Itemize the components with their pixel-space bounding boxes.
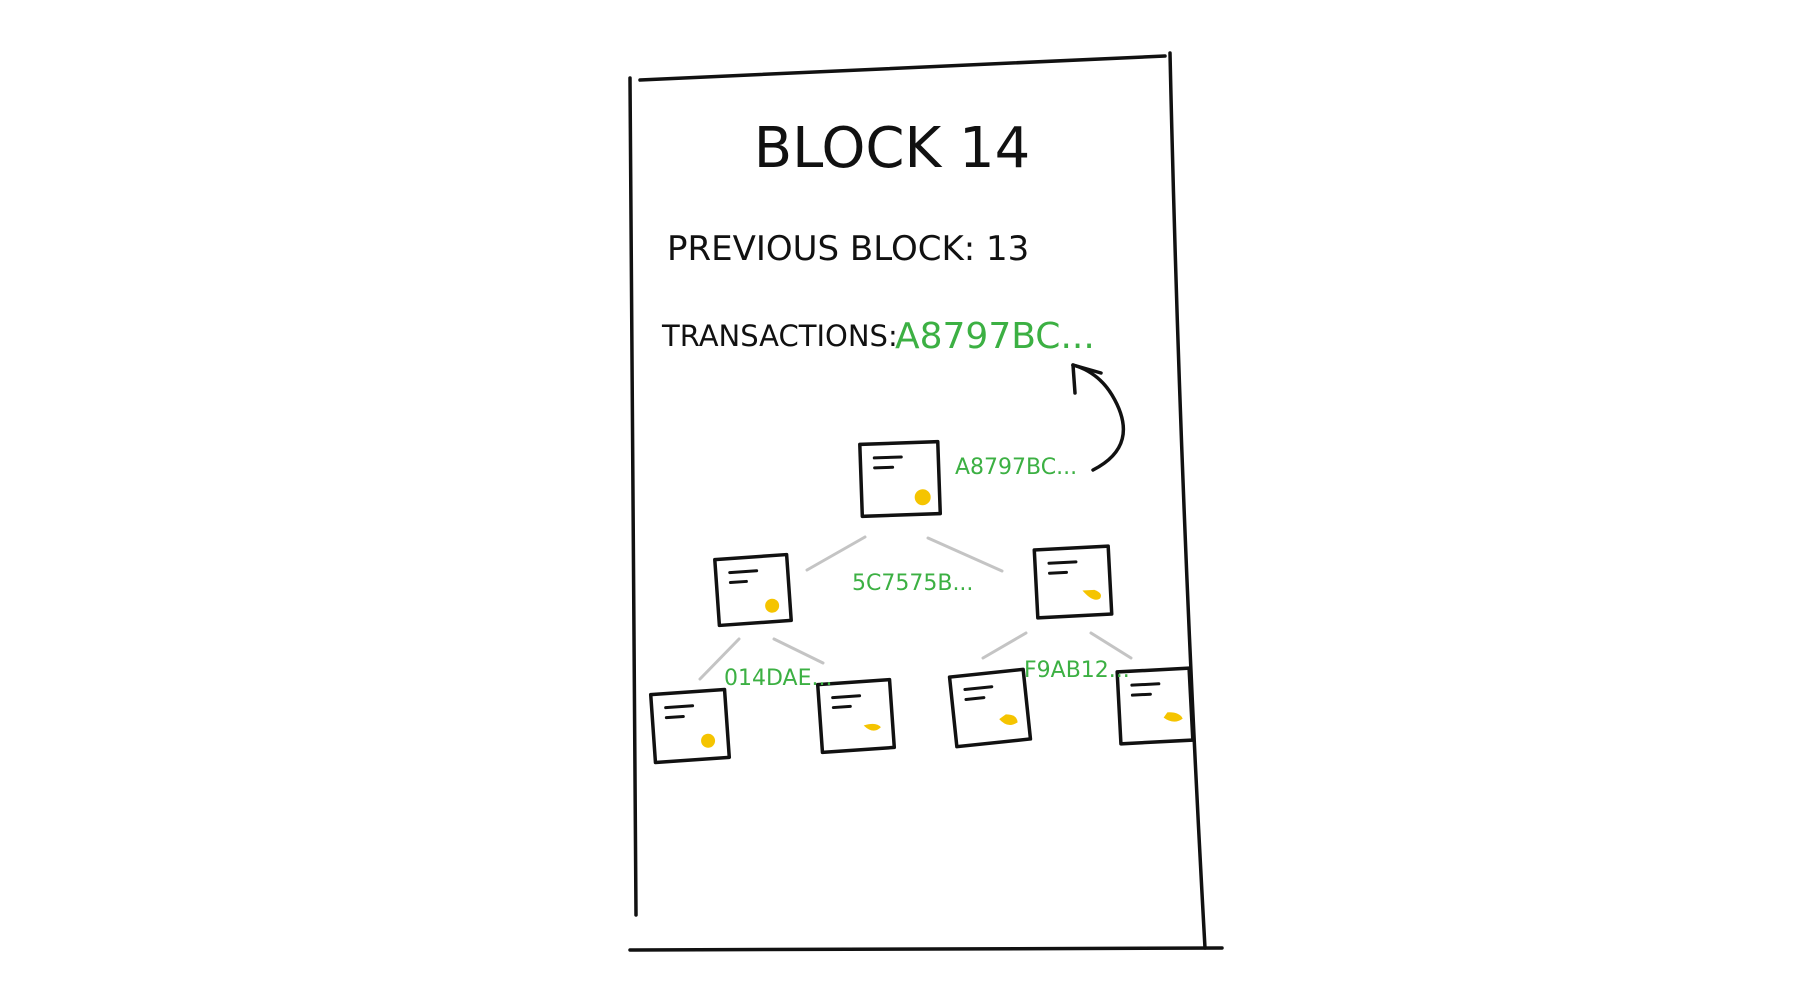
arrow-icon xyxy=(1071,363,1126,472)
level2-left-hash-label: 014DAE... xyxy=(724,666,832,691)
transactions-hash: A8797BC... xyxy=(895,316,1095,357)
seal-icon xyxy=(914,489,931,506)
previous-block-label: PREVIOUS BLOCK: 13 xyxy=(667,229,1029,269)
document-icon xyxy=(1032,544,1114,620)
seal-icon xyxy=(863,723,881,731)
transactions-label: TRANSACTIONS: xyxy=(661,319,898,353)
seal-icon xyxy=(999,714,1018,726)
seal-icon xyxy=(1163,712,1183,722)
block-frame xyxy=(628,51,1224,952)
block-title: BLOCK 14 xyxy=(754,116,1031,181)
seal-icon xyxy=(701,733,716,748)
level2-right-hash-label: F9AB12... xyxy=(1024,658,1130,683)
document-icon xyxy=(815,677,897,755)
tree-branches xyxy=(698,535,1133,681)
root-hash-label: A8797BC... xyxy=(955,455,1077,480)
document-icon xyxy=(713,552,793,628)
level1-hash-label: 5C7575B... xyxy=(852,571,973,596)
document-icon xyxy=(858,439,943,519)
document-icon xyxy=(947,667,1033,749)
document-icon xyxy=(648,687,732,765)
seal-icon xyxy=(765,598,780,613)
seal-icon xyxy=(1082,589,1101,600)
document-icon xyxy=(1115,666,1195,746)
